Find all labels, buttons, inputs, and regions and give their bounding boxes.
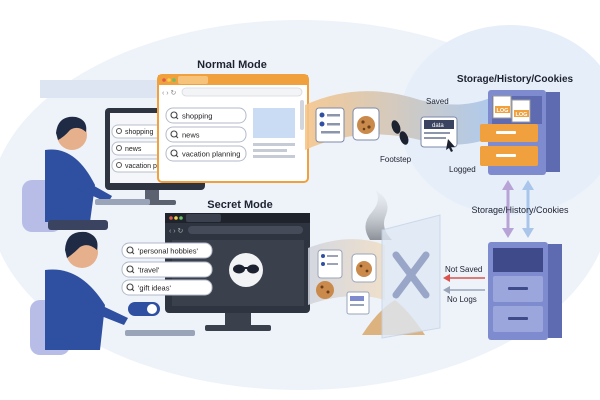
normal-search-text-1: shopping — [182, 112, 212, 121]
secret-nav-arrows-icon: ‹ › ↻ — [169, 228, 184, 235]
storage-title-top: Storage/History/Cookies — [457, 74, 574, 85]
privacy-toggle[interactable] — [128, 302, 160, 316]
back-search-text-3: vacation plan — [125, 163, 166, 170]
normal-search-text-2: news — [182, 131, 200, 140]
back-search-text-2: news — [125, 146, 142, 153]
data-card-label: data — [432, 123, 444, 129]
secret-search-text-3: 'gift ideas' — [138, 284, 171, 293]
secret-search-text-2: 'travel' — [138, 266, 160, 275]
cookie-icon-small — [316, 281, 334, 299]
secret-search-hobbies[interactable]: 'personal hobbies' — [121, 242, 213, 259]
normal-search-vacation[interactable]: vacation planning — [165, 145, 247, 162]
normal-mode-title: Normal Mode — [197, 59, 267, 71]
incognito-sunglasses-icon — [229, 253, 263, 287]
log-file-icon-2: LOG — [514, 110, 529, 118]
footstep-label: Footstep — [380, 155, 412, 164]
no-logs-arrow — [443, 286, 485, 294]
smoke-icon — [365, 190, 392, 240]
not-saved-arrow — [443, 274, 485, 282]
secret-mode-title: Secret Mode — [207, 199, 272, 211]
storage-cabinet-bottom — [488, 242, 562, 340]
log-file-icon-1: LOG — [495, 106, 510, 114]
document-icon-small — [346, 291, 370, 315]
cookie-jar-icon — [351, 253, 377, 283]
glass-barrier — [381, 214, 441, 339]
secret-search-travel[interactable]: 'travel' — [121, 261, 213, 278]
footstep-icon — [391, 120, 409, 145]
normal-search-shopping[interactable]: shopping — [165, 107, 247, 124]
nav-arrows-icon: ‹ › ↻ — [162, 90, 177, 97]
document-icon — [315, 107, 345, 143]
logged-label: Logged — [449, 165, 476, 174]
secret-search-gift[interactable]: 'gift ideas' — [121, 279, 213, 296]
person-bottom — [30, 231, 195, 355]
secret-search-text-1: 'personal hobbies' — [138, 247, 199, 256]
not-saved-label: Not Saved — [445, 265, 482, 274]
document-icon-fading — [317, 249, 343, 279]
normal-search-news[interactable]: news — [165, 126, 247, 143]
saved-label: Saved — [426, 97, 449, 106]
person-top — [22, 116, 150, 232]
no-logs-label: No Logs — [447, 295, 477, 304]
normal-search-text-3: vacation planning — [182, 150, 240, 159]
sync-arrows — [502, 180, 534, 238]
back-search-text-1: shopping — [125, 129, 154, 136]
storage-cabinet-top — [480, 90, 560, 175]
log-label-2: LOG — [516, 112, 528, 118]
cookie-icon — [352, 107, 380, 141]
data-card-icon — [420, 116, 458, 152]
storage-label-middle: Storage/History/Cookies — [471, 205, 569, 215]
log-label-1: LOG — [497, 108, 509, 114]
